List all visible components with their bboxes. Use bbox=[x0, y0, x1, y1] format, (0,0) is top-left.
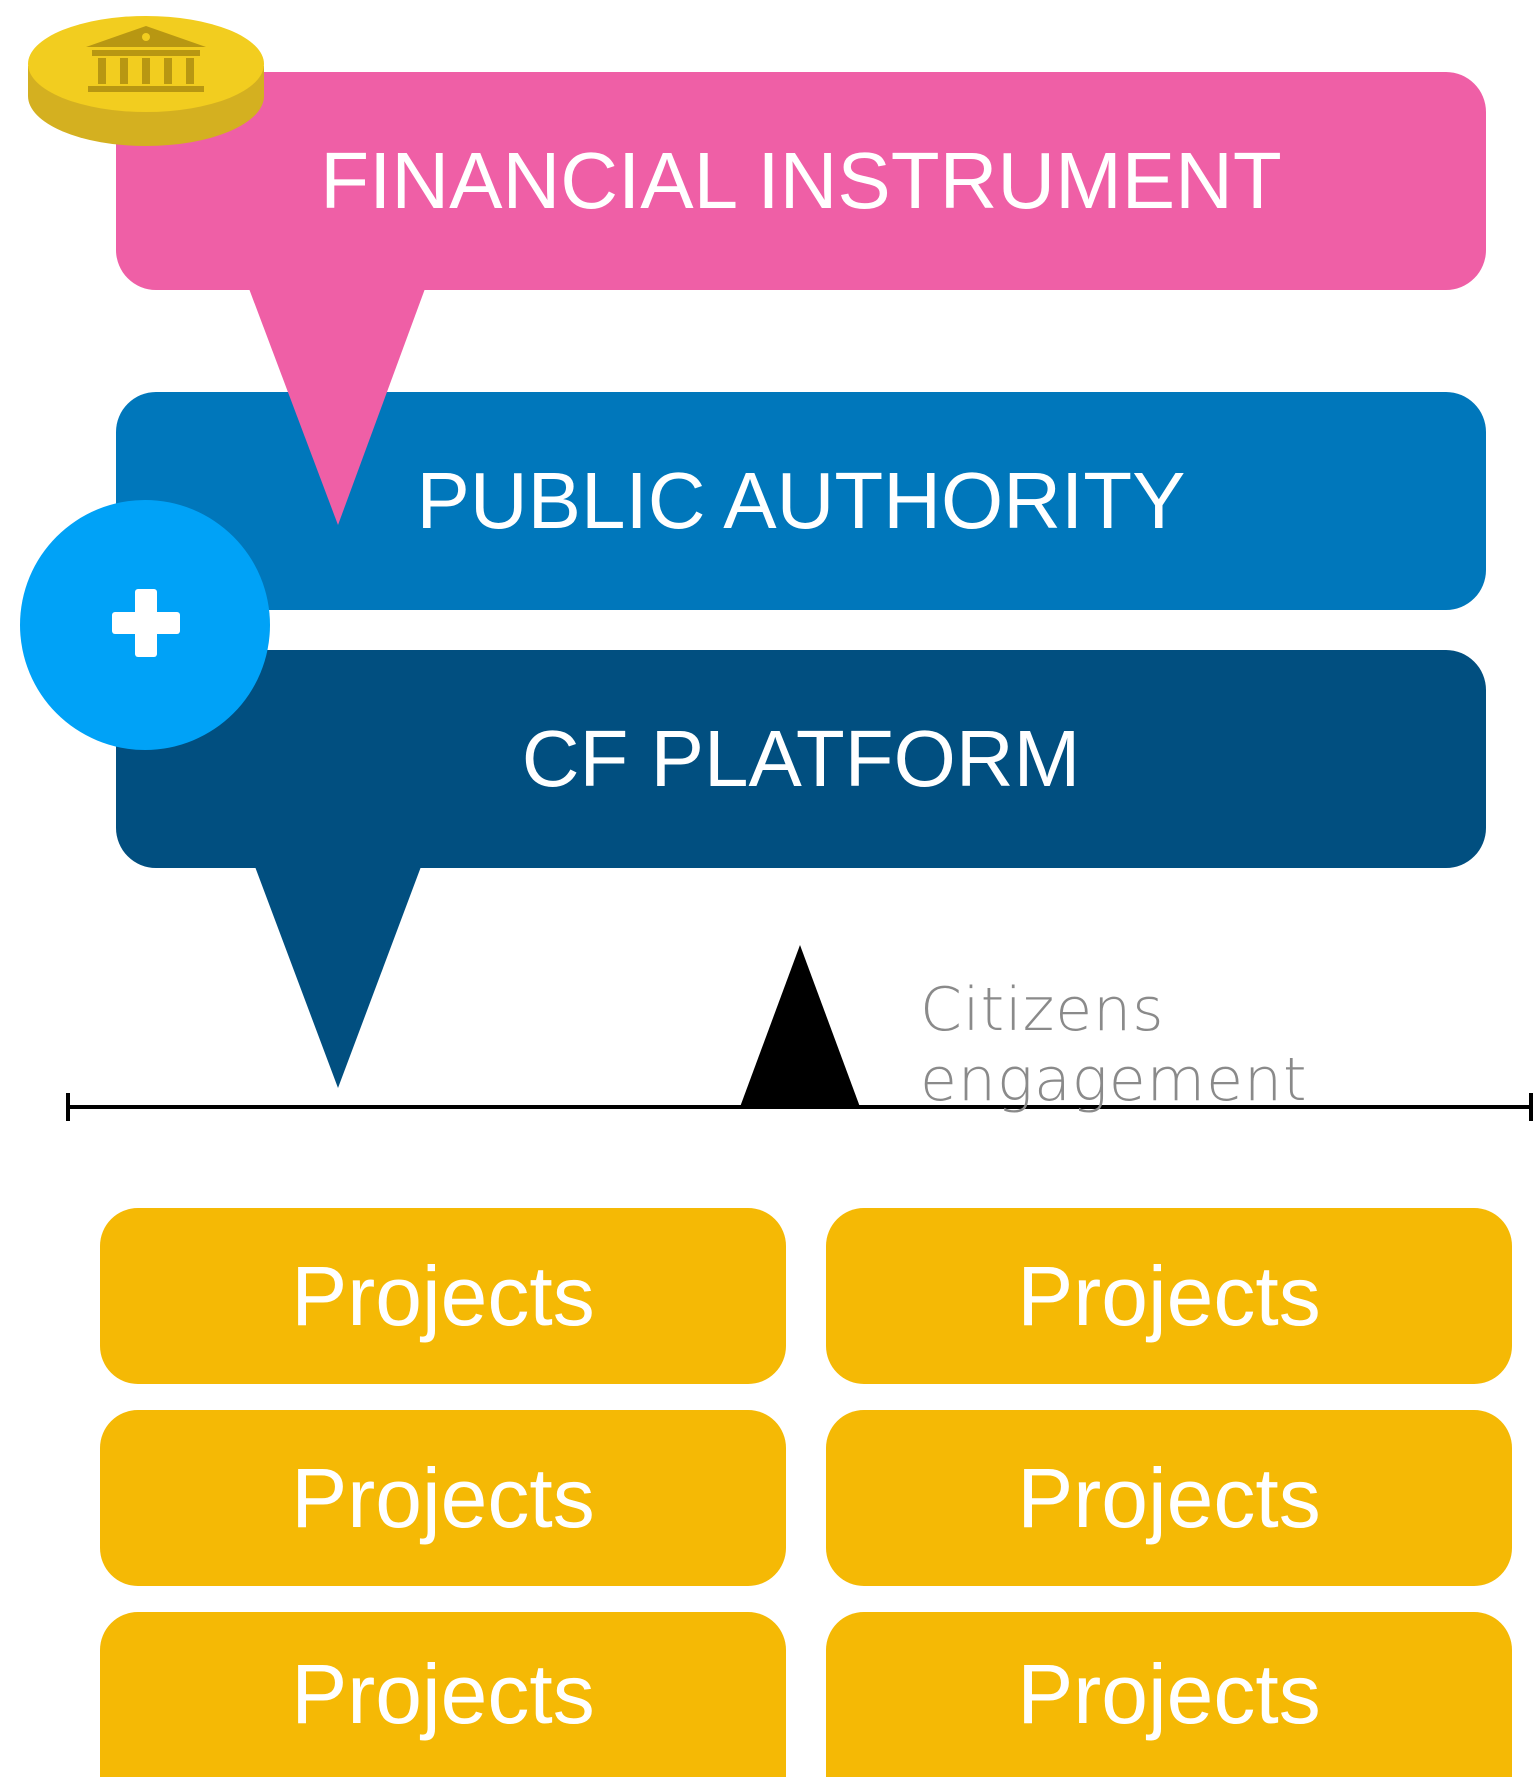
public-authority-box: PUBLIC AUTHORITY bbox=[116, 392, 1486, 610]
project-box: Projects bbox=[826, 1208, 1512, 1384]
financial-instrument-box: FINANCIAL INSTRUMENT bbox=[116, 72, 1486, 290]
citizens-engagement-label: Citizens engagement bbox=[920, 975, 1308, 1115]
project-label: Projects bbox=[291, 1647, 595, 1741]
project-box: Projects bbox=[100, 1410, 786, 1586]
public-authority-label: PUBLIC AUTHORITY bbox=[416, 456, 1186, 545]
financial-instrument-label: FINANCIAL INSTRUMENT bbox=[320, 136, 1282, 225]
project-label: Projects bbox=[1017, 1450, 1321, 1545]
project-label: Projects bbox=[1017, 1647, 1321, 1741]
project-label: Projects bbox=[1017, 1248, 1321, 1343]
project-label: Projects bbox=[291, 1450, 595, 1545]
cf-platform-box: CF PLATFORM bbox=[116, 650, 1486, 868]
project-box: Projects bbox=[100, 1208, 786, 1384]
cf-platform-label: CF PLATFORM bbox=[521, 714, 1081, 803]
plus-icon-vertical bbox=[135, 589, 157, 657]
project-box: Projects bbox=[826, 1410, 1512, 1586]
scale-fulcrum-triangle bbox=[740, 945, 860, 1107]
project-label: Projects bbox=[291, 1248, 595, 1343]
project-box: Projects bbox=[100, 1612, 786, 1777]
project-box: Projects bbox=[826, 1612, 1512, 1777]
